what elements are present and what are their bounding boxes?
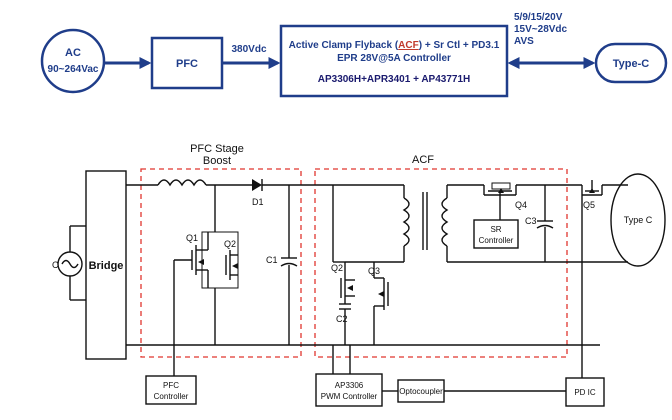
controller-line2: EPR 28V@5A Controller [337,53,451,64]
ac-label: C [52,260,59,270]
sr-controller-line2: Controller [479,236,514,245]
output-spec-line3: AVS [514,36,534,47]
capacitor-c2: C2 [336,300,351,345]
pfc-stage-title-line1: PFC Stage [190,143,244,155]
sr-controller-line1: SR [490,225,501,234]
controller-block: Active Clamp Flyback (ACF) + Sr Ctl + PD… [279,24,509,98]
mosfet-q4: Q4 [483,182,527,220]
pfc-controller: PFC Controller [145,375,197,405]
pfc-inductor [157,179,207,187]
pwm-controller-line1: AP3306 [335,381,364,390]
bridge-rectifier: Bridge [85,170,127,360]
c1-label: C1 [266,255,278,265]
mosfet-q3: Q3 [368,262,389,345]
bridge-label: Bridge [89,260,124,272]
transformer-secondary [441,197,449,247]
q2-pfc-label: Q2 [224,239,236,249]
acf-dashed-box [314,168,568,358]
mosfet-q2-acf: Q2 [331,262,355,300]
optocoupler-label: Optocoupler [399,387,443,396]
transformer-primary [402,197,410,247]
output-spec-line1: 5/9/15/20V [514,12,563,23]
pd-ic-label: PD IC [574,388,596,397]
d1-label: D1 [252,197,264,207]
pwm-controller: AP3306 PWM Controller [315,373,383,407]
pfc-controller-line1: PFC [163,381,179,390]
q1-label: Q1 [186,233,198,243]
ac-source-line1: AC [65,47,81,59]
pd-ic: PD IC [565,377,605,407]
typec-label: Type C [624,215,653,225]
pfc-controller-line2: Controller [154,392,189,401]
pfc-stage-title-line2: Boost [203,155,231,167]
acf-title: ACF [412,154,434,166]
c2-label: C2 [336,314,348,324]
typec-block-label: Type-C [613,58,650,70]
ac-source-line2: 90~264Vac [48,64,99,75]
pwm-controller-line2: PWM Controller [321,392,378,401]
mosfet-q2-pfc: Q2 [224,239,238,280]
c3-label: C3 [525,216,537,226]
typec-port: Type C [610,173,666,267]
optocoupler: Optocoupler [397,379,445,403]
acf-underlined: ACF [398,40,419,51]
pfc-stage-dashed-box [140,168,302,358]
sr-controller: SR Controller [473,219,519,249]
mosfet-q5: Q5 [581,180,603,210]
capacitor-c1: C1 [266,185,298,345]
controller-line3: AP3306H+APR3401 + AP43771H [318,74,471,85]
pfc-block: PFC [150,36,224,90]
capacitor-c3: C3 [525,185,554,262]
output-spec-line2: 15V~28Vdc [514,24,568,35]
q2-acf-label: Q2 [331,263,343,273]
controller-line1: Active Clamp Flyback (ACF) + Sr Ctl + PD… [289,40,500,51]
q3-label: Q3 [368,266,380,276]
ac-source-symbol: C [52,225,86,301]
q4-label: Q4 [515,200,527,210]
pfc-block-label: PFC [176,58,198,70]
ac-source-node: AC 90~264Vac [40,28,106,94]
q5-label: Q5 [583,200,595,210]
typec-block: Type-C [594,42,668,84]
bus-voltage-label: 380Vdc [231,44,266,55]
diode-d1: D1 [252,179,264,207]
